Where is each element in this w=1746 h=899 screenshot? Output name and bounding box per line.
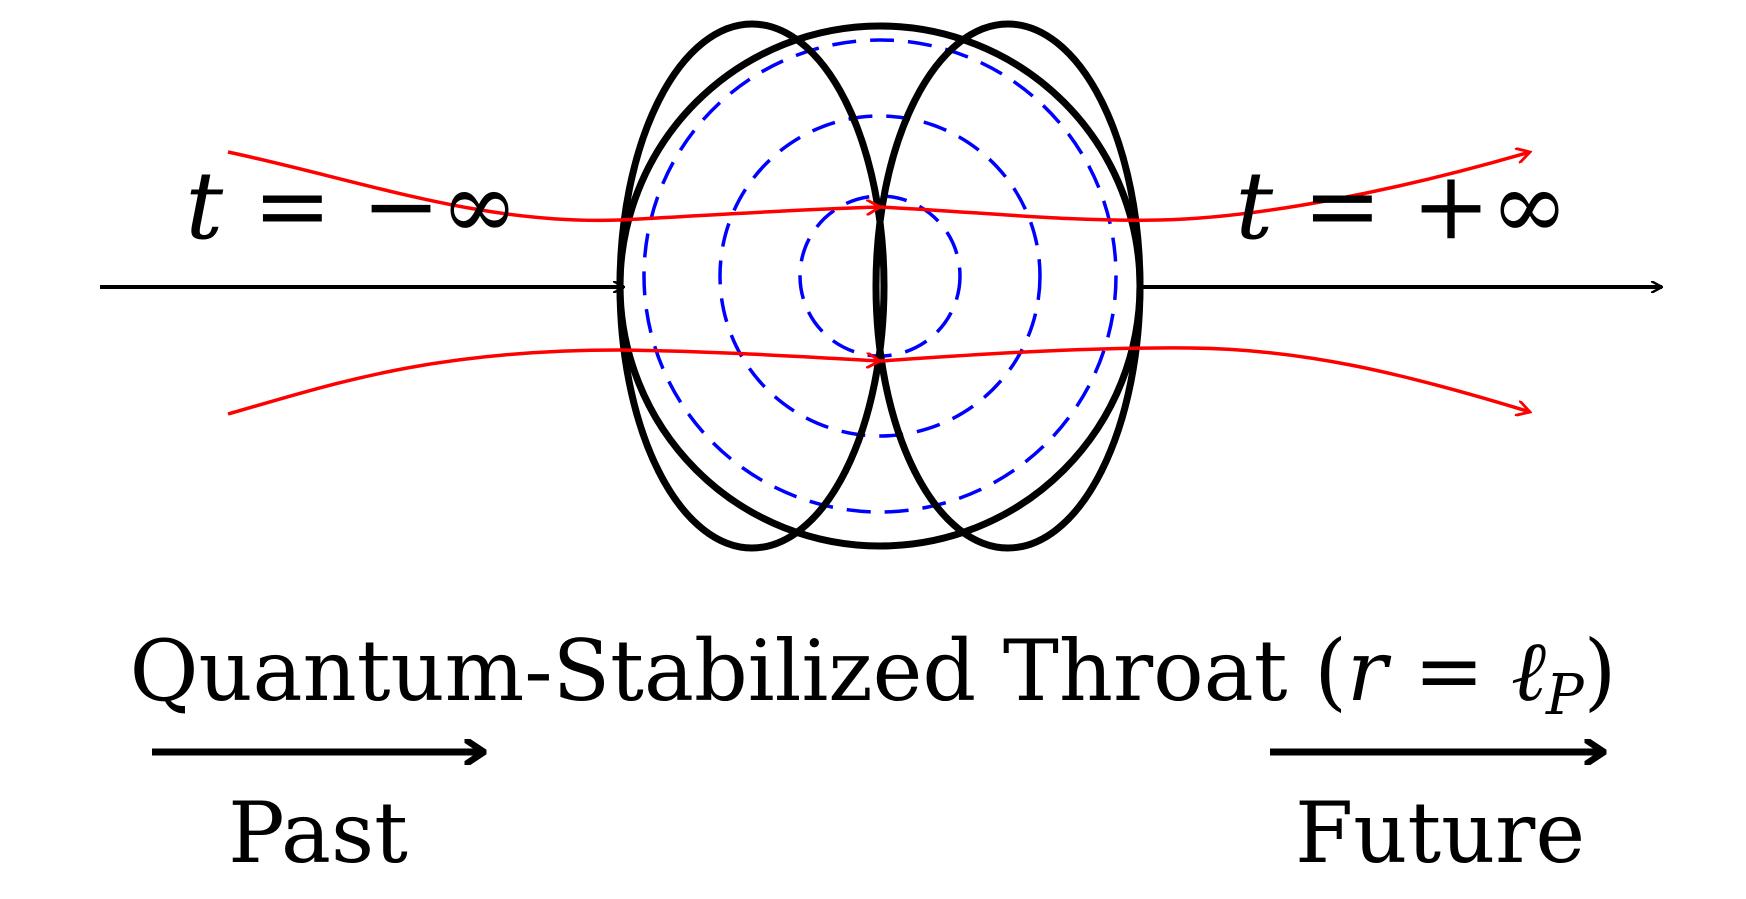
label-future-infinity: t = +∞ <box>1235 152 1568 261</box>
worldline-lower-left <box>227 348 880 416</box>
caption-eq: = <box>1387 622 1511 720</box>
worldline-upper-right <box>879 152 1530 222</box>
worldline-lower-right <box>879 346 1530 412</box>
caption-sub: P <box>1545 663 1585 728</box>
right-lobe <box>872 20 1144 552</box>
caption-r: r <box>1347 622 1392 720</box>
label-future: Future <box>1295 784 1585 882</box>
caption-close: ) <box>1584 622 1617 720</box>
throat-structure <box>616 20 1144 552</box>
throat-sphere <box>616 22 1144 550</box>
dashed-contours <box>642 38 1118 514</box>
caption-ell: ℓ <box>1511 622 1546 720</box>
caption-main: Quantum-Stabilized Throat ( <box>130 622 1347 720</box>
label-past: Past <box>228 784 408 882</box>
left-lobe <box>616 20 888 552</box>
caption: Quantum-Stabilized Throat (r = ℓP) <box>130 622 1617 728</box>
worldline-upper-left <box>227 150 880 223</box>
contour-middle <box>718 114 1042 438</box>
label-past-infinity: t = −∞ <box>185 152 518 261</box>
contour-outer <box>642 38 1118 514</box>
worldlines <box>227 150 1530 416</box>
